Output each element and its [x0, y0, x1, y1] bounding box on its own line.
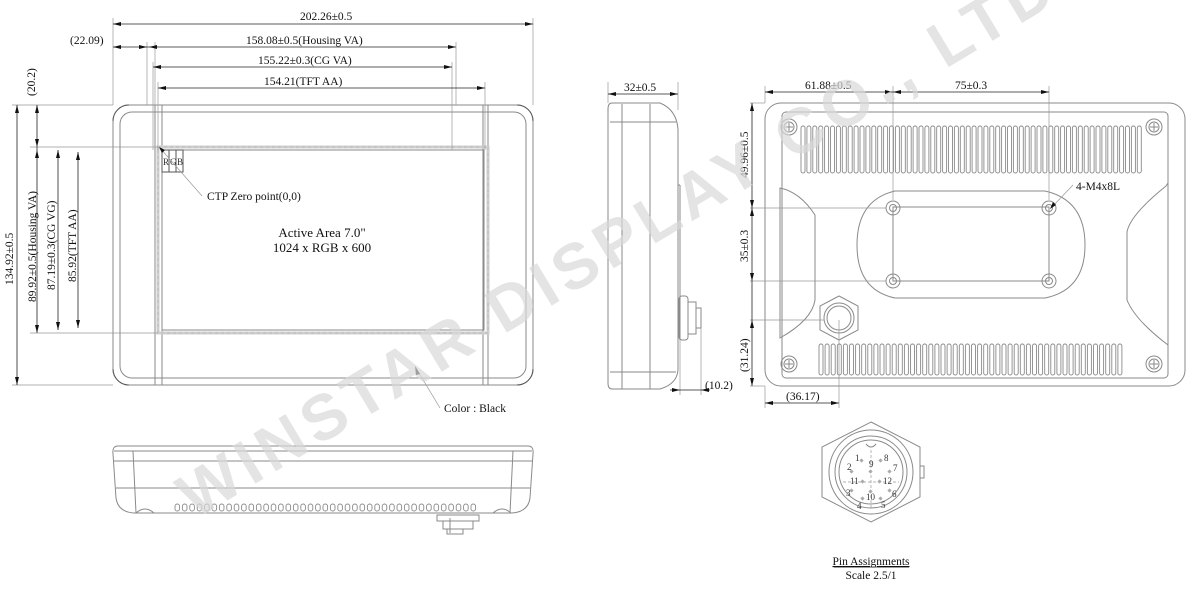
- cg-vg-height-dim: 87.19±0.3(CG VG): [46, 200, 58, 290]
- active-area-dashed: [157, 146, 489, 334]
- pin-assignment-detail: 1 2 3 4 5 6 7 8 9 10 11 12: [821, 421, 925, 582]
- connector-protrusion-dim: (10.2): [705, 380, 733, 392]
- pixel-label-g: G: [170, 157, 177, 167]
- rear-vent-slots-top: [800, 125, 1142, 174]
- pin-label-12: 12: [883, 476, 892, 486]
- left-to-mount-dim: 61.88±0.5: [805, 80, 852, 92]
- front-vertical-dimensions: 134.92±0.5 (20.2) 89.92±0.5(Housing VA) …: [4, 68, 158, 386]
- overall-width-dim: 202.26±0.5: [300, 11, 353, 23]
- pin-label-5: 5: [881, 500, 886, 510]
- rear-vent-slots-bottom: [818, 343, 1123, 376]
- rear-housing-outline: [764, 102, 1186, 387]
- rear-view: 4-M4x8L 61.88±0.5 75±0.3 49.96±0.5 35±0.…: [739, 80, 1186, 408]
- rear-corner-screws: [780, 118, 1163, 373]
- top-to-mount-dim: 49.96±0.5: [739, 131, 751, 178]
- pin-label-10: 10: [866, 492, 876, 502]
- bottom-view: [112, 445, 534, 535]
- mount-plate: [856, 190, 1086, 299]
- overall-height-dim: 134.92±0.5: [4, 232, 16, 285]
- bottom-vent-slots: [174, 503, 477, 512]
- pixel-label-r: R: [163, 157, 169, 167]
- mount-spacing-horizontal-dim: 75±0.3: [955, 80, 987, 92]
- pin-label-7: 7: [893, 463, 898, 473]
- pin-label-3: 3: [846, 488, 851, 498]
- connector-pins: 1 2 3 4 5 6 7 8 9 10 11 12: [846, 453, 898, 511]
- mount-spacing-vertical-dim: 35±0.3: [739, 230, 751, 262]
- depth-dim: 32±0.5: [624, 82, 656, 94]
- housing-va-height-dim: 89.92±0.5(Housing VA): [27, 191, 39, 302]
- front-housing-outline: [112, 104, 534, 386]
- active-area-resolution-label: 1024 x RGB x 600: [273, 240, 371, 255]
- pin-label-4: 4: [857, 501, 862, 511]
- rgb-pixel-marker: R G B: [161, 149, 184, 173]
- ctp-zero-point-label: CTP Zero point(0,0): [207, 191, 301, 203]
- front-view: R G B CTP Zero point(0,0) Active Area 7.…: [4, 11, 534, 415]
- front-housing-inner: [119, 111, 527, 379]
- front-horizontal-dimensions: 202.26±0.5 (22.09) 158.08±0.5(Housing VA…: [70, 11, 534, 150]
- right-grip: [1126, 181, 1169, 347]
- left-grip: [779, 187, 816, 339]
- pin-label-1: 1: [855, 453, 860, 463]
- tft-aa-width-dim: 154.21(TFT AA): [264, 76, 343, 88]
- connector-from-left-dim: (36.17): [786, 391, 820, 403]
- pin-label-11: 11: [850, 476, 859, 486]
- pixel-label-b: B: [177, 157, 183, 167]
- pin-label-2: 2: [847, 462, 852, 472]
- mount-screw-spec: 4-M4x8L: [1076, 181, 1120, 193]
- pin-label-6: 6: [892, 489, 897, 499]
- tft-aa-height-dim: 85.92(TFT AA): [67, 209, 79, 282]
- pin-detail-scale: Scale 2.5/1: [845, 570, 896, 582]
- top-offset-dim: (20.2): [26, 68, 38, 96]
- pin-label-9: 9: [869, 459, 874, 469]
- cg-va-width-dim: 155.22±0.3(CG VA): [258, 55, 352, 67]
- tft-active-area: [161, 149, 485, 331]
- pin-assignments-title: Pin Assignments: [832, 556, 910, 568]
- housing-va-width-dim: 158.08±0.5(Housing VA): [246, 35, 363, 47]
- active-area-size-label: Active Area 7.0": [278, 225, 365, 240]
- left-offset-dim: (22.09): [70, 35, 104, 47]
- side-view: 32±0.5 (10.2): [607, 82, 733, 395]
- color-note: Color : Black: [444, 403, 506, 415]
- pin-label-8: 8: [884, 453, 889, 463]
- connector-from-bottom-dim: (31.24): [739, 338, 751, 372]
- mount-holes: [885, 200, 1057, 289]
